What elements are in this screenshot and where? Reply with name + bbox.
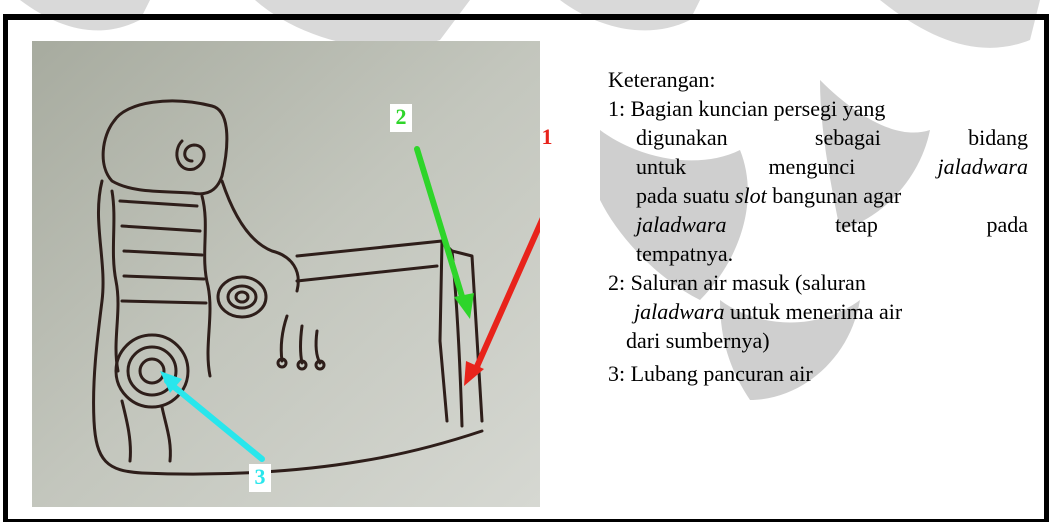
label-2: 2 (390, 104, 412, 132)
item1-line6: tempatnya. (608, 239, 1028, 268)
jaladwara-sketch-photo (32, 41, 540, 507)
item1-line5: jaladwara tetap pada (608, 210, 1028, 239)
label-1: 1 (536, 124, 558, 152)
caption-keterangan: Keterangan: 1: Bagian kuncian persegi ya… (608, 65, 1028, 388)
item3-line1: 3: Lubang pancuran air (608, 359, 1028, 388)
caption-heading: Keterangan: (608, 65, 1028, 94)
item1-line3: untuk mengunci jaladwara (608, 152, 1028, 181)
item2-line3: dari sumbernya) (608, 326, 1028, 355)
item2-line1: 2: Saluran air masuk (saluran (608, 268, 1028, 297)
item1-line2: digunakan sebagai bidang (608, 123, 1028, 152)
label-3: 3 (249, 464, 271, 492)
item2-line2: jaladwara untuk menerima air (608, 297, 1028, 326)
item1-line4: pada suatu slot bangunan agar (608, 181, 1028, 210)
item1-line1: 1: Bagian kuncian persegi yang (608, 94, 1028, 123)
